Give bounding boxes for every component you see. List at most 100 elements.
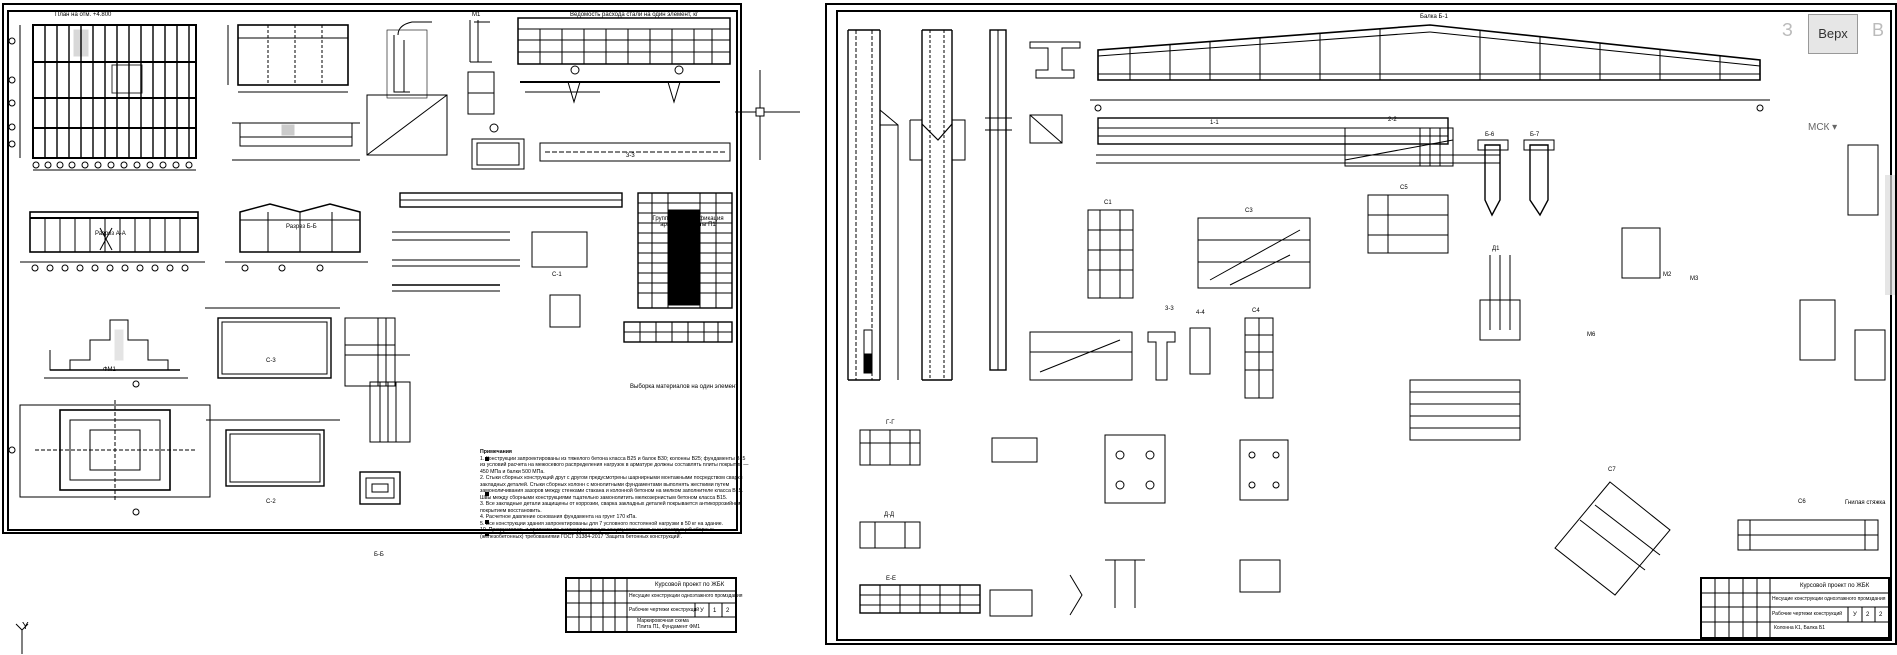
c4-s2-title: С4 — [1252, 308, 1260, 314]
m3-title: М3 — [1690, 276, 1699, 282]
mesh-c5-s2 — [1367, 194, 1449, 254]
foundation-plan — [8, 400, 211, 516]
detail-33-s2 — [1147, 327, 1211, 381]
c2-title: С-2 — [266, 499, 276, 505]
mesh-c6b-s2 — [1737, 519, 1879, 551]
tb2-stage: У — [1853, 612, 1857, 618]
detail-bb-small — [359, 471, 401, 505]
slab-section — [232, 122, 360, 161]
foundation-fm1 — [44, 319, 188, 388]
detail-bent-bar — [386, 21, 432, 99]
c3-title: С-3 — [266, 358, 276, 364]
group-spec-title: Групповая спецификация арматуры плиты П1 — [652, 216, 724, 228]
viewcube-east-label[interactable]: В — [1872, 20, 1885, 40]
note-line: 10. Прогрунтовать и привести по антикорр… — [480, 527, 714, 533]
notes-block: Примечания 1. Конструкции запроектирован… — [480, 449, 790, 540]
note-line: Швы между сборными конструкциями тщатель… — [480, 494, 728, 501]
note-line: 2. Стыки сборных конструкций друг с друг… — [480, 475, 743, 481]
note-line: 1. Конструкции запроектированы из тяжело… — [480, 455, 746, 462]
mesh-c1-s2 — [1087, 209, 1134, 299]
axis-bubbles-bottom — [32, 161, 193, 169]
column-k1-rebar — [909, 29, 966, 381]
ee-title: Е-Е — [886, 576, 897, 582]
detail-m1 — [467, 20, 495, 115]
steel-consumption-table — [517, 17, 731, 65]
note-line: замоноличивания зазоров между стенками с… — [480, 488, 743, 494]
tb2-contents: Колонна К1, Балка Б1 — [1774, 625, 1826, 631]
column-k1-side — [985, 29, 1012, 371]
navigation-bar[interactable] — [1885, 175, 1895, 295]
column-d1-s2 — [1479, 255, 1521, 341]
column-k1-elevation — [847, 29, 899, 381]
c7-s2-title: С7 — [1608, 467, 1616, 473]
dd-title: Д-Д — [884, 512, 895, 518]
gg-title: Г-Г — [886, 420, 895, 426]
sec11-title: 1-1 — [1210, 120, 1219, 126]
c5-s2-title: С5 — [1400, 185, 1408, 191]
tb2-project: Курсовой проект по ЖБК — [1800, 583, 1870, 589]
drawing-sheet-2[interactable] — [825, 3, 1897, 645]
detail-frame-s2 — [989, 559, 1281, 617]
section-ee-s2 — [859, 584, 981, 614]
c1-s2-title: С1 — [1104, 200, 1112, 206]
mesh-c3 — [205, 307, 340, 379]
drawing-sheet-1[interactable] — [2, 3, 742, 534]
group-spec-table — [637, 192, 733, 309]
viewcube[interactable]: З Верх В МСК ▾ — [1780, 4, 1895, 133]
side-details-s2 — [1621, 144, 1886, 381]
tb1-contents2: Плита П1, Фундамент ФМ1 — [637, 624, 701, 630]
section-bb — [225, 203, 368, 272]
sec33-title: 3-3 — [626, 153, 635, 159]
b7-title: Б-7 — [1530, 132, 1540, 138]
mesh-c4-s2 — [1029, 331, 1133, 381]
tb1-stage: У — [700, 608, 704, 614]
beam-title: Балка Б-1 — [1420, 14, 1448, 20]
tb2-stage-label: Рабочие чертежи конструкций — [1772, 611, 1843, 617]
m6-title: М6 — [1587, 332, 1596, 338]
d1-title: Д1 — [1492, 246, 1500, 252]
viewcube-top-face[interactable]: Верх — [1808, 14, 1858, 54]
note-line: покрытием восстановить. — [480, 507, 542, 514]
axis-bubbles-aa — [31, 264, 189, 272]
note-line: 3. Все закладные детали защищены от корр… — [480, 501, 743, 507]
tb2-building: Несущие конструкции одноэтажного промзда… — [1772, 596, 1886, 602]
sec22-title: 2-2 — [1388, 117, 1397, 123]
tb1-building: Несущие конструкции одноэтажного промзда… — [629, 593, 743, 599]
sec33-s2-title: 3-3 — [1165, 306, 1174, 312]
mesh-c1 — [531, 231, 588, 328]
mesh-c6-s2 — [1409, 379, 1521, 441]
embedded-plates-s2 — [1104, 434, 1289, 504]
ucs-menu[interactable]: МСК ▾ — [1808, 122, 1838, 133]
sec44-title: 4-4 — [1196, 310, 1205, 316]
note-line: 450 МПа и балки 500 МПа. — [480, 468, 545, 475]
tb1-sheet: 1 — [713, 608, 717, 614]
note-line: 5. Все конструкции здания запроектирован… — [480, 520, 724, 527]
title-block-sheet-1: Курсовой проект по ЖБК Несущие конструкц… — [565, 577, 742, 633]
slab-p1-plan — [227, 24, 349, 93]
mesh-c4b-s2 — [1244, 317, 1274, 399]
note-line: 4. Расчетное давление основания фундамен… — [480, 514, 637, 520]
plan-title: План на отм. +4.800 — [55, 12, 112, 18]
tb1-project: Курсовой проект по ЖБК — [655, 582, 725, 588]
mesh-c2-section — [369, 381, 411, 443]
axis-bubbles-left — [8, 37, 16, 148]
notes-title: Примечания — [480, 449, 512, 455]
notes-markers — [485, 457, 489, 536]
floor-plan-grid — [19, 24, 197, 171]
mesh-c7-s2 — [1554, 481, 1671, 596]
beam-section-details — [1029, 41, 1081, 144]
tb2-sheets: 2 — [1879, 612, 1883, 618]
section-aa — [20, 211, 205, 263]
viewcube-west-label[interactable]: З — [1782, 20, 1793, 40]
mesh-c3-s2 — [1197, 217, 1311, 289]
b6-title: Б-6 — [1485, 132, 1495, 138]
bb-detail-title: Б-Б — [374, 552, 384, 558]
tb2-sheet: 2 — [1866, 612, 1870, 618]
ucs-icon — [15, 623, 29, 654]
m2-title: М2 — [1663, 272, 1672, 278]
beam-rebar-11 — [1096, 117, 1500, 164]
section-bb-title: Разрез Б-Б — [286, 224, 317, 230]
